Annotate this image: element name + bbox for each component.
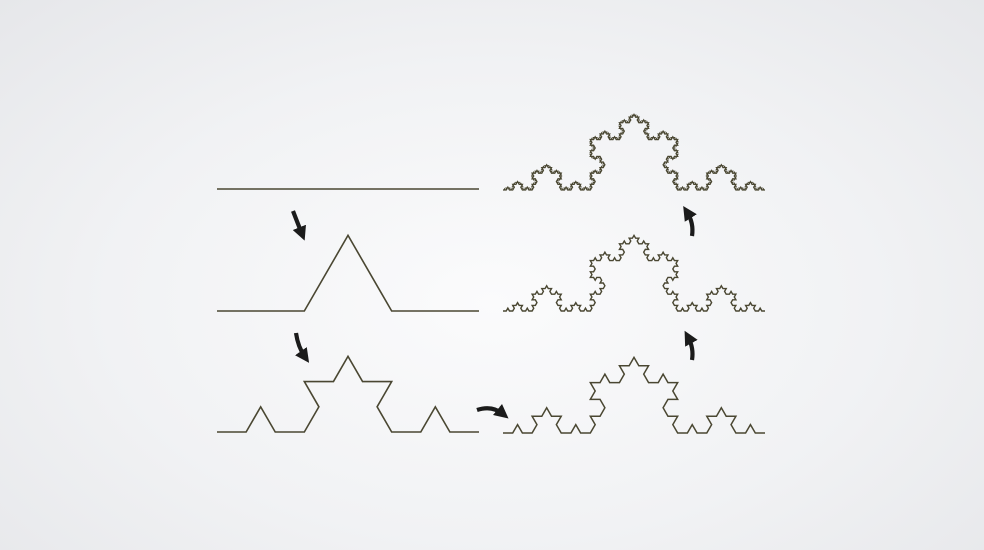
curved-arrow-icon [684,330,698,361]
koch-curve-level-1 [217,233,479,312]
koch-curve-level-5 [503,113,765,191]
koch-curve-level-3 [503,355,765,434]
curved-arrow-icon [293,332,310,363]
koch-curve-level-4 [503,233,765,312]
curved-arrow-icon [291,210,306,241]
curved-arrow-icon [476,403,509,419]
koch-curve-level-2 [217,354,479,433]
curved-arrow-icon [683,205,697,237]
